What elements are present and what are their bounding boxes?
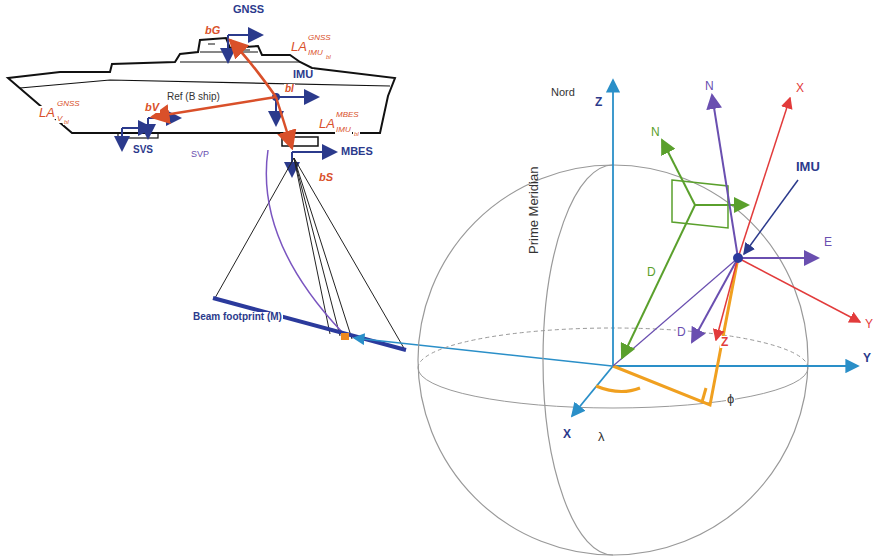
sensor-name: IMU <box>292 69 314 80</box>
axis-label: D <box>676 326 687 338</box>
frame-label: bI <box>284 84 295 94</box>
axis-label: X <box>562 428 572 440</box>
angle-label: λ <box>597 430 606 443</box>
ship-outline <box>8 38 395 146</box>
axis-label: Y <box>862 352 872 364</box>
reference-label: Ref (B ship) <box>166 92 221 102</box>
lever-arm: LA <box>290 40 308 53</box>
frame-label: bG <box>204 25 221 36</box>
sensor-name: GNSS <box>232 4 265 15</box>
axis-label: Nord <box>550 87 576 98</box>
profile-label: SVP <box>190 150 210 159</box>
lever-arm: LA <box>38 106 56 119</box>
meridian-label: Prime Meridian <box>527 166 540 255</box>
lever-arm-sub: bI <box>325 54 332 60</box>
axis-label: Z <box>720 336 729 348</box>
axis-label: Y <box>864 318 874 330</box>
axis-label: N <box>704 80 715 92</box>
sensor-frames <box>122 35 336 176</box>
lever-arm-sub: IMU <box>335 126 352 134</box>
earth-globe <box>418 80 860 555</box>
sensor-name: MBES <box>340 146 374 157</box>
lever-arm: LA <box>318 117 336 130</box>
axis-label: D <box>646 266 657 278</box>
axis-label: X <box>795 82 805 94</box>
axis-label: Z <box>594 96 603 108</box>
frame-label: bV <box>144 102 160 113</box>
angle-label: ϕ <box>726 392 735 405</box>
lever-arm-sup: GNSS <box>307 34 332 42</box>
frame-label: bS <box>318 172 334 183</box>
lever-arm-sub: bI <box>63 119 70 125</box>
footprint-label: Beam footprint (M) <box>192 312 283 322</box>
sensor-name: SVS <box>132 145 154 155</box>
sonar-beams <box>213 150 612 366</box>
lever-arm-sup: MBES <box>335 111 360 119</box>
lever-arm-arrows <box>152 40 292 148</box>
axis-label: E <box>823 236 833 248</box>
lever-arm-sup: GNSS <box>56 100 81 108</box>
lever-arm-sub: IMU <box>307 49 324 57</box>
sensor-name: IMU <box>795 160 821 173</box>
lever-arm-sub: bI <box>353 131 360 137</box>
axis-label: N <box>650 126 661 138</box>
